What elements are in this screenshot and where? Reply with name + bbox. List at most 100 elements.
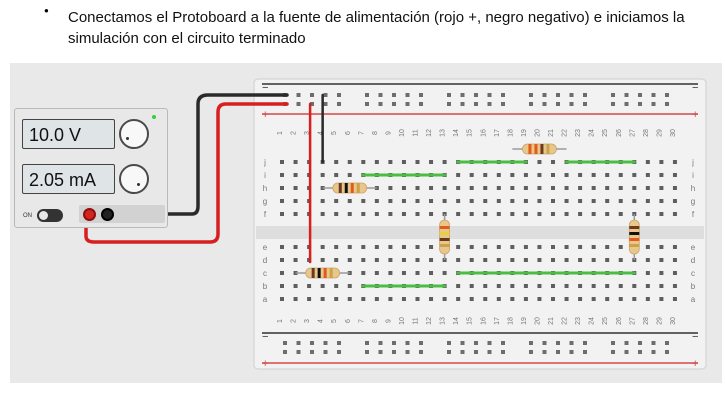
breadboard-hole[interactable]	[523, 284, 528, 288]
breadboard-hole[interactable]	[401, 212, 406, 216]
breadboard-hole[interactable]	[483, 258, 488, 262]
breadboard-hole[interactable]	[605, 258, 610, 262]
negative-terminal[interactable]	[101, 208, 114, 221]
breadboard-hole[interactable]	[537, 297, 542, 301]
breadboard-hole[interactable]	[564, 297, 569, 301]
breadboard-hole[interactable]	[523, 186, 528, 190]
breadboard-hole[interactable]	[415, 212, 420, 216]
rail-hole[interactable]	[501, 341, 505, 345]
breadboard-hole[interactable]	[578, 284, 583, 288]
rail-hole[interactable]	[474, 350, 478, 354]
breadboard-hole[interactable]	[320, 284, 325, 288]
breadboard-hole[interactable]	[293, 297, 298, 301]
breadboard-hole[interactable]	[293, 186, 298, 190]
breadboard-hole[interactable]	[523, 212, 528, 216]
breadboard-hole[interactable]	[523, 297, 528, 301]
breadboard-hole[interactable]	[415, 199, 420, 203]
breadboard-hole[interactable]	[388, 258, 393, 262]
breadboard-hole[interactable]	[334, 160, 339, 164]
breadboard-hole[interactable]	[469, 258, 474, 262]
breadboard-hole[interactable]	[334, 212, 339, 216]
breadboard-hole[interactable]	[442, 160, 447, 164]
rail-hole[interactable]	[583, 102, 587, 106]
rail-hole[interactable]	[460, 341, 465, 345]
breadboard-hole[interactable]	[551, 186, 555, 190]
rail-hole[interactable]	[529, 102, 533, 106]
breadboard-hole[interactable]	[334, 245, 339, 249]
breadboard-hole[interactable]	[551, 173, 555, 177]
rail-hole[interactable]	[624, 350, 629, 354]
rail-hole[interactable]	[378, 341, 383, 345]
breadboard-hole[interactable]	[415, 245, 420, 249]
breadboard-hole[interactable]	[401, 258, 406, 262]
resistor[interactable]	[628, 214, 640, 260]
breadboard-hole[interactable]	[401, 186, 406, 190]
breadboard-hole[interactable]	[632, 186, 637, 190]
breadboard-hole[interactable]	[510, 199, 515, 203]
breadboard-hole[interactable]	[456, 199, 461, 203]
breadboard-hole[interactable]	[361, 199, 366, 203]
breadboard-hole[interactable]	[374, 297, 379, 301]
rail-hole[interactable]	[323, 93, 328, 97]
rail-hole[interactable]	[419, 93, 423, 97]
breadboard-hole[interactable]	[645, 160, 650, 164]
rail-hole[interactable]	[460, 350, 465, 354]
breadboard-hole[interactable]	[280, 258, 284, 262]
breadboard-hole[interactable]	[537, 199, 542, 203]
breadboard-hole[interactable]	[469, 199, 474, 203]
breadboard-hole[interactable]	[429, 186, 434, 190]
breadboard-hole[interactable]	[429, 297, 434, 301]
breadboard-hole[interactable]	[293, 199, 298, 203]
rail-hole[interactable]	[296, 341, 301, 345]
breadboard-hole[interactable]	[510, 258, 515, 262]
breadboard-hole[interactable]	[280, 173, 284, 177]
breadboard-hole[interactable]	[510, 284, 515, 288]
breadboard-hole[interactable]	[456, 186, 461, 190]
breadboard-hole[interactable]	[496, 297, 501, 301]
breadboard-hole[interactable]	[659, 199, 664, 203]
breadboard-hole[interactable]	[672, 258, 677, 262]
breadboard-hole[interactable]	[415, 186, 420, 190]
rail-hole[interactable]	[542, 341, 547, 345]
breadboard-hole[interactable]	[483, 245, 488, 249]
rail-hole[interactable]	[569, 341, 574, 345]
breadboard-hole[interactable]	[618, 284, 623, 288]
breadboard-hole[interactable]	[347, 258, 352, 262]
breadboard-hole[interactable]	[388, 186, 393, 190]
rail-hole[interactable]	[611, 102, 615, 106]
breadboard-hole[interactable]	[347, 173, 352, 177]
breadboard-hole[interactable]	[564, 186, 569, 190]
breadboard-hole[interactable]	[618, 212, 623, 216]
breadboard-hole[interactable]	[347, 212, 352, 216]
breadboard-hole[interactable]	[415, 160, 420, 164]
breadboard-hole[interactable]	[442, 199, 447, 203]
breadboard-hole[interactable]	[320, 297, 325, 301]
breadboard-hole[interactable]	[456, 173, 461, 177]
breadboard-hole[interactable]	[361, 212, 366, 216]
breadboard-hole[interactable]	[564, 245, 569, 249]
breadboard-hole[interactable]	[361, 245, 366, 249]
positive-terminal[interactable]	[83, 208, 96, 221]
breadboard-hole[interactable]	[591, 173, 596, 177]
breadboard-hole[interactable]	[293, 160, 298, 164]
breadboard-hole[interactable]	[374, 258, 379, 262]
breadboard-hole[interactable]	[496, 258, 501, 262]
breadboard-hole[interactable]	[672, 160, 677, 164]
breadboard-hole[interactable]	[645, 271, 650, 275]
breadboard-hole[interactable]	[578, 173, 583, 177]
rail-hole[interactable]	[665, 102, 669, 106]
breadboard-hole[interactable]	[483, 173, 488, 177]
rail-hole[interactable]	[296, 102, 301, 106]
breadboard-hole[interactable]	[578, 186, 583, 190]
breadboard-hole[interactable]	[564, 284, 569, 288]
breadboard-hole[interactable]	[401, 245, 406, 249]
breadboard-hole[interactable]	[659, 160, 664, 164]
rail-hole[interactable]	[487, 350, 492, 354]
rail-hole[interactable]	[283, 350, 287, 354]
breadboard-hole[interactable]	[578, 212, 583, 216]
rail-hole[interactable]	[296, 350, 301, 354]
rail-hole[interactable]	[665, 341, 669, 345]
breadboard-hole[interactable]	[388, 245, 393, 249]
breadboard-hole[interactable]	[510, 212, 515, 216]
breadboard-hole[interactable]	[645, 199, 650, 203]
